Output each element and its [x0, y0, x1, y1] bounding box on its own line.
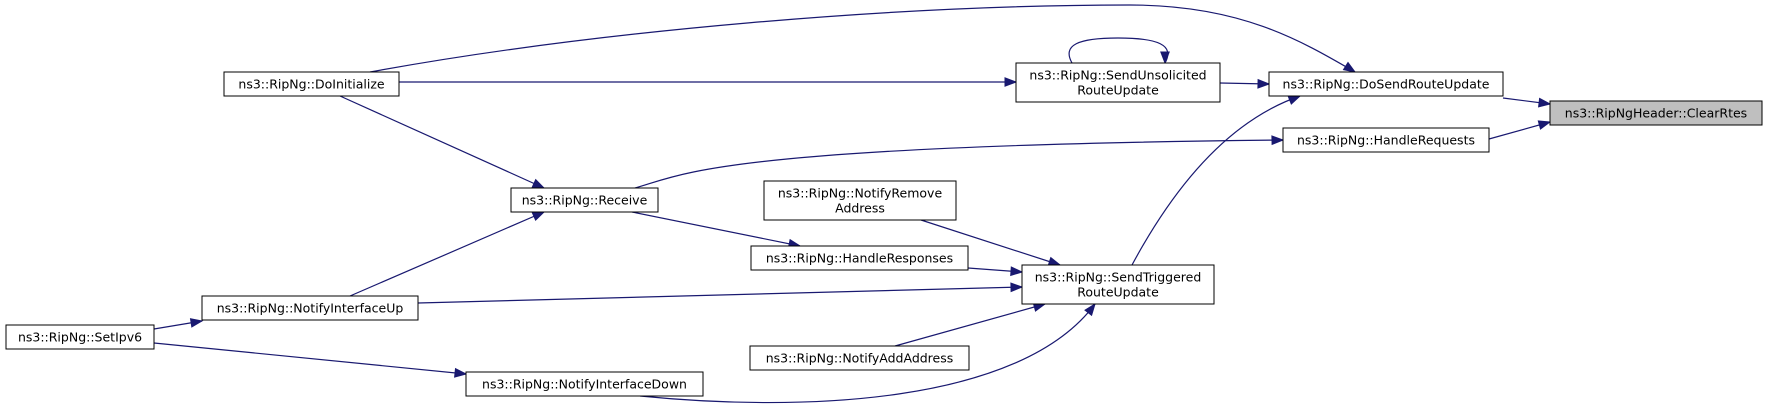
node-handle-responses[interactable]: ns3::RipNg::HandleResponses — [750, 245, 969, 271]
node-label: ns3::RipNg::SetIpv6 — [18, 330, 142, 345]
edge-arrowhead — [1271, 135, 1285, 146]
node-box[interactable] — [1015, 62, 1221, 103]
node-label: ns3::RipNg::NotifyInterfaceDown — [482, 377, 687, 392]
edge-line — [634, 139, 1284, 189]
edge-notify-interface-down-to-send-triggered — [639, 302, 1096, 404]
edge-line — [153, 342, 467, 375]
edge-arrowhead — [189, 318, 204, 328]
node-box[interactable] — [1021, 264, 1215, 305]
node-box[interactable] — [1549, 100, 1763, 126]
edge-handle-responses-to-send-triggered — [967, 266, 1024, 277]
node-notify-add-address[interactable]: ns3::RipNg::NotifyAddAddress — [749, 345, 970, 371]
edge-handle-requests-to-clear-rtes — [1488, 120, 1552, 140]
node-box[interactable] — [223, 71, 400, 97]
node-do-initialize[interactable]: ns3::RipNg::DoInitialize — [223, 71, 400, 97]
node-label: ns3::RipNgHeader::ClearRtes — [1565, 106, 1747, 121]
node-set-ipv6[interactable]: ns3::RipNg::SetIpv6 — [5, 324, 155, 350]
edge-notify-add-address-to-send-triggered — [894, 302, 1047, 347]
node-label: ns3::RipNg::SendTriggered — [1035, 270, 1202, 285]
edge-arrowhead — [1537, 120, 1552, 130]
edge-arrowhead — [1160, 51, 1170, 65]
node-box[interactable] — [510, 187, 659, 213]
edge-line — [639, 303, 1096, 404]
edge-send-triggered-to-do-send-route-update — [1131, 95, 1302, 266]
node-label: Address — [835, 201, 885, 216]
node-handle-requests[interactable]: ns3::RipNg::HandleRequests — [1282, 127, 1490, 153]
node-box[interactable] — [750, 245, 969, 271]
node-label: ns3::RipNg::DoSendRouteUpdate — [1283, 77, 1490, 92]
node-label: ns3::RipNg::HandleRequests — [1297, 133, 1475, 148]
edge-line — [894, 303, 1046, 347]
node-box[interactable] — [5, 324, 155, 350]
node-label: ns3::RipNg::Receive — [522, 193, 648, 208]
edge-line — [920, 219, 1061, 266]
node-notify-interface-down[interactable]: ns3::RipNg::NotifyInterfaceDown — [465, 371, 704, 397]
edge-do-send-route-update-to-clear-rtes — [1502, 97, 1552, 108]
node-box[interactable] — [1268, 71, 1504, 97]
graph-nodes: ns3::RipNgHeader::ClearRtes ns3::RipNg::D… — [5, 62, 1763, 397]
edge-arrowhead — [1010, 282, 1024, 293]
node-receive[interactable]: ns3::RipNg::Receive — [510, 187, 659, 213]
edge-receive-to-handle-requests — [634, 135, 1285, 189]
node-box[interactable] — [1282, 127, 1490, 153]
edge-arrowhead — [454, 367, 468, 378]
edge-line — [1068, 37, 1169, 64]
edge-do-initialize-to-send-unsolicited — [399, 77, 1018, 87]
edge-line — [349, 211, 545, 297]
edge-line — [631, 211, 801, 247]
edge-set-ipv6-to-notify-interface-down — [153, 342, 468, 378]
node-label: RouteUpdate — [1077, 83, 1159, 98]
node-label: ns3::RipNg::HandleResponses — [766, 251, 953, 266]
edge-send-unsolicited-to-send-unsolicited — [1068, 37, 1170, 65]
edge-arrowhead — [1257, 78, 1271, 89]
node-label: ns3::RipNg::NotifyAddAddress — [766, 351, 954, 366]
edge-arrowhead — [1538, 97, 1552, 108]
node-notify-interface-up[interactable]: ns3::RipNg::NotifyInterfaceUp — [201, 295, 419, 321]
node-box[interactable] — [201, 295, 419, 321]
edge-arrowhead — [1342, 61, 1357, 73]
edge-line — [369, 4, 1356, 73]
node-label: RouteUpdate — [1077, 285, 1159, 300]
edge-line — [1131, 95, 1301, 266]
node-label: ns3::RipNg::NotifyRemove — [778, 186, 943, 201]
edge-line — [417, 286, 1023, 304]
edge-send-unsolicited-to-do-send-route-update — [1219, 78, 1271, 89]
node-box[interactable] — [749, 345, 970, 371]
node-label: ns3::RipNg::SendUnsolicited — [1029, 68, 1206, 83]
edge-line — [339, 95, 545, 189]
edge-arrowhead — [1010, 266, 1024, 277]
edge-do-initialize-to-do-send-route-update — [369, 4, 1357, 73]
edge-set-ipv6-to-notify-interface-up — [153, 318, 204, 330]
node-clear-rtes[interactable]: ns3::RipNgHeader::ClearRtes — [1549, 100, 1763, 126]
node-do-send-route-update[interactable]: ns3::RipNg::DoSendRouteUpdate — [1268, 71, 1504, 97]
edge-arrowhead — [1004, 77, 1018, 87]
edge-notify-interface-up-to-send-triggered — [417, 282, 1024, 304]
graph-edges — [153, 4, 1552, 404]
node-label: ns3::RipNg::DoInitialize — [238, 77, 385, 92]
node-box[interactable] — [465, 371, 704, 397]
edge-arrowhead — [1084, 302, 1096, 317]
node-label: ns3::RipNg::NotifyInterfaceUp — [217, 301, 404, 316]
node-box[interactable] — [763, 180, 957, 221]
